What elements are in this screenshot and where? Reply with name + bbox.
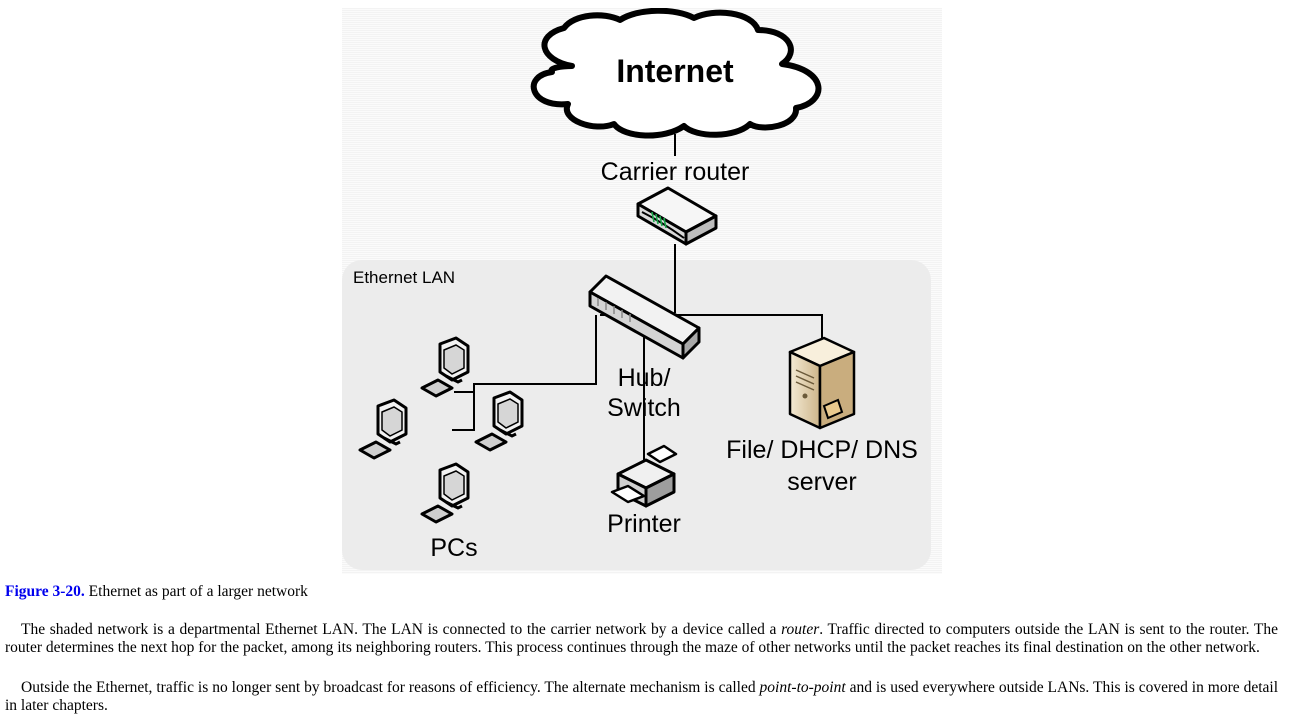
paragraph1-term: router <box>781 621 820 638</box>
carrier-router-label: Carrier router <box>601 158 750 186</box>
hub-switch-label-line2: Switch <box>607 394 681 422</box>
server-icon <box>788 336 856 430</box>
hub-switch-icon <box>588 274 701 360</box>
router-icon <box>636 186 718 246</box>
hub-switch-label-line1: Hub/ <box>618 364 671 392</box>
paragraph2-term: point-to-point <box>759 679 846 696</box>
server-label-line1: File/ DHCP/ DNS <box>726 436 918 464</box>
figure-caption: Figure 3-20. Ethernet as part of a large… <box>5 583 308 601</box>
server-label-line2: server <box>787 468 856 496</box>
figure-number-link[interactable]: Figure 3-20. <box>5 583 85 600</box>
pcs-label: PCs <box>430 534 477 562</box>
pc-icon <box>358 398 408 460</box>
printer-icon <box>610 444 678 508</box>
paragraph2-text-start: Outside the Ethernet, traffic is no long… <box>21 679 760 696</box>
pc-icon <box>420 462 470 524</box>
figure-caption-text: Ethernet as part of a larger network <box>84 583 308 600</box>
body-paragraph-2: Outside the Ethernet, traffic is no long… <box>5 679 1278 715</box>
network-diagram: Internet Carrier router Ethernet LAN <box>342 8 942 574</box>
ethernet-lan-label: Ethernet LAN <box>353 268 455 287</box>
pc-icon <box>420 336 470 398</box>
body-paragraph-1: The shaded network is a departmental Eth… <box>5 621 1278 657</box>
ethernet-lan-area <box>342 260 931 570</box>
paragraph2-text-end: and is used everywhere outside LANs. Thi… <box>5 679 1278 714</box>
internet-cloud-icon <box>530 8 822 139</box>
paragraph1-text-end: . Traffic directed to computers outside … <box>5 621 1278 656</box>
internet-label: Internet <box>616 53 734 89</box>
printer-label: Printer <box>607 510 681 538</box>
paragraph1-text-start: The shaded network is a departmental Eth… <box>21 621 782 638</box>
pc-icon <box>474 390 524 452</box>
